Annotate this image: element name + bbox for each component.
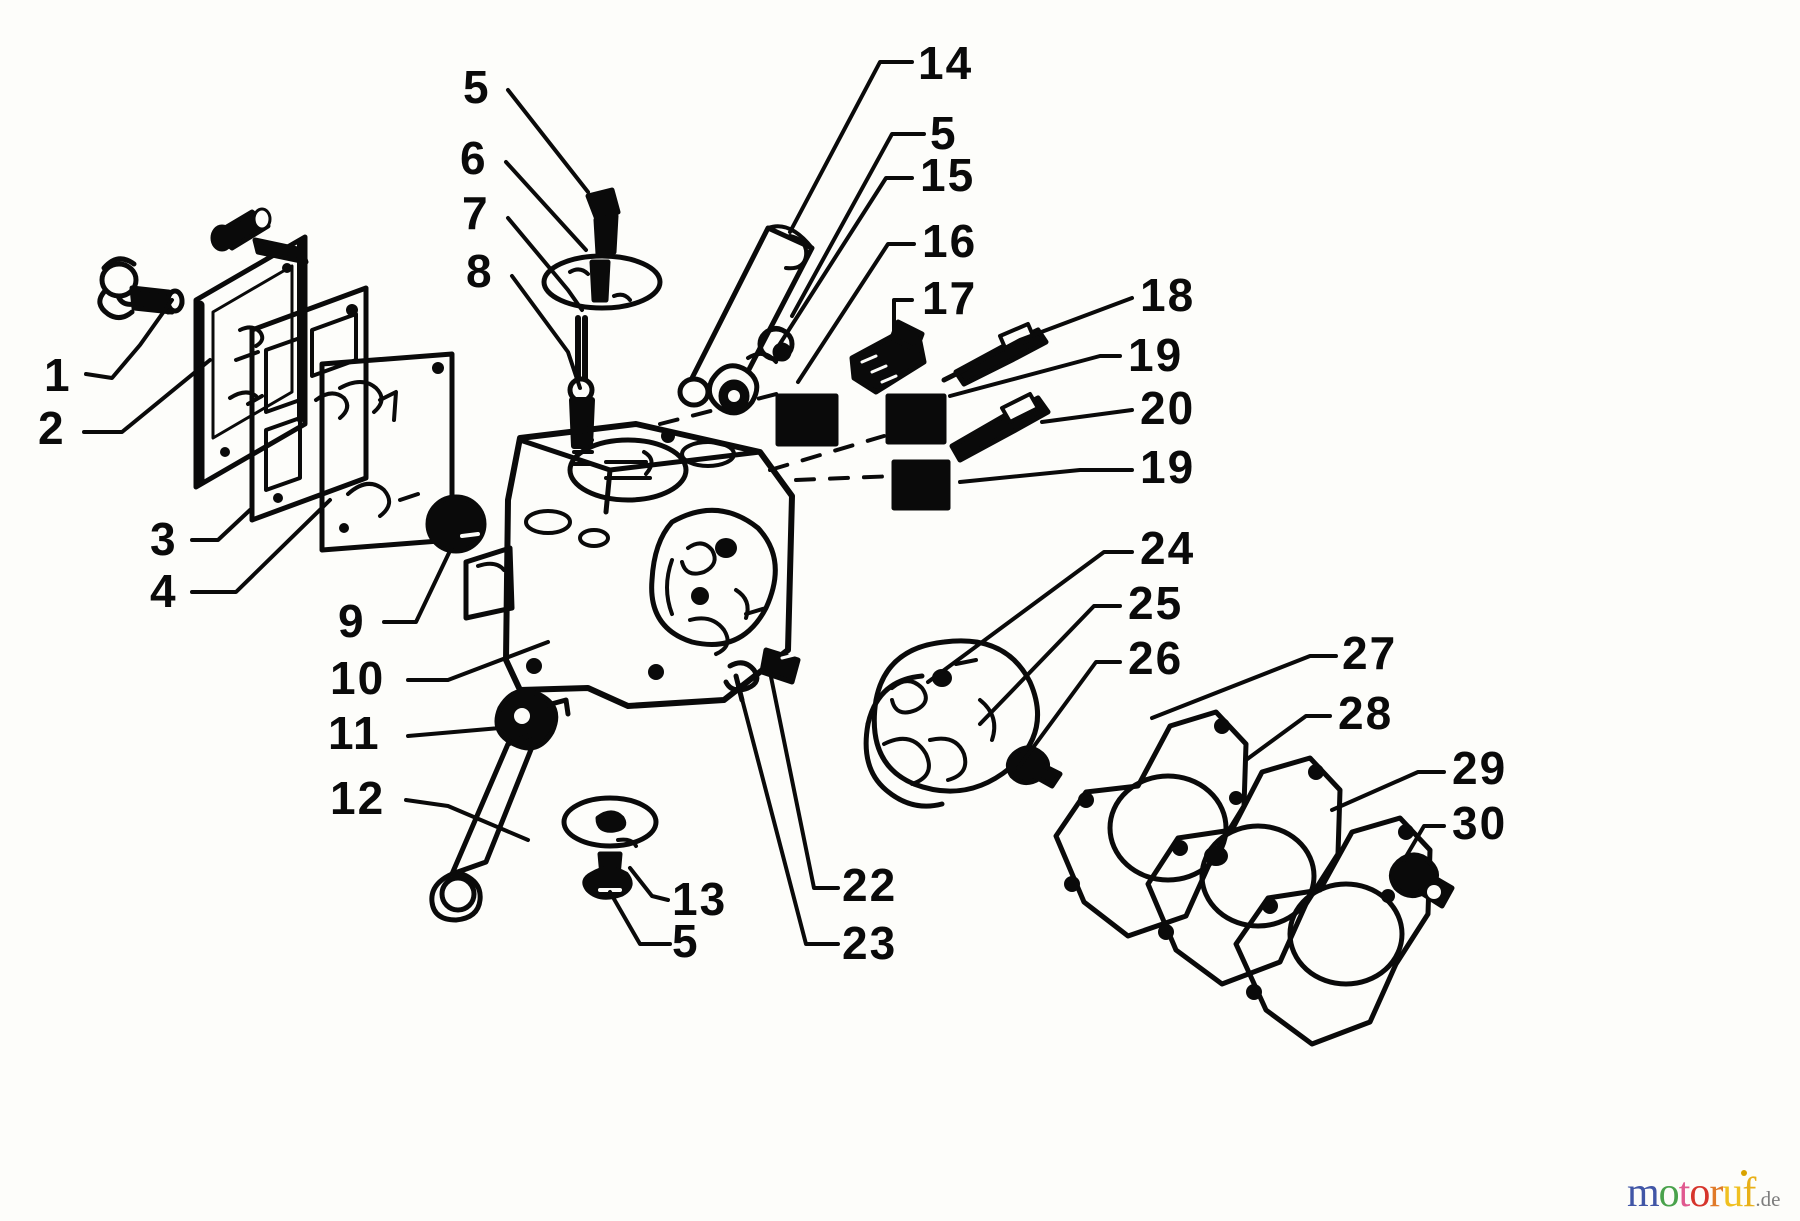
callout-number-8: 8	[466, 245, 494, 297]
leader-line-6	[504, 160, 588, 252]
leader-line-5	[608, 890, 672, 946]
leader-line-27	[1150, 654, 1338, 720]
part-11-fuel-inlet-fitting	[494, 688, 571, 751]
part-7-throttle-shaft	[567, 315, 595, 449]
logo-letter-5: u	[1722, 1170, 1743, 1216]
callout-number-5: 5	[930, 107, 958, 159]
dashed-assembly-guides	[658, 390, 898, 482]
callout-number-25: 25	[1128, 577, 1184, 629]
leader-line-12	[404, 798, 530, 842]
callout-leader-lines	[82, 60, 1446, 946]
leader-line-26	[1016, 660, 1122, 770]
part-19-welch-plug-upper	[775, 393, 947, 447]
logo-dot-icon	[1741, 1170, 1748, 1176]
part-4-gasket-plate	[249, 285, 369, 523]
leader-line-3	[190, 508, 252, 542]
logo-letter-6: f	[1742, 1170, 1756, 1216]
callout-number-9: 9	[338, 595, 366, 647]
part-6-throttle-plate-disc	[541, 253, 663, 311]
part-25-pump-gasket	[863, 673, 945, 809]
leader-line-20	[1040, 408, 1134, 424]
motoruf-watermark-logo: motoruf.de	[1627, 1170, 1781, 1220]
part-5-throttle-screw-top	[585, 187, 621, 257]
callout-number-19: 19	[1140, 441, 1196, 493]
callout-number-24: 24	[1140, 522, 1196, 574]
leader-line-24	[926, 550, 1134, 684]
callout-number-14: 14	[918, 37, 974, 89]
leader-line-13	[628, 866, 670, 902]
callout-number-19: 19	[1128, 329, 1184, 381]
leader-line-15	[774, 176, 914, 352]
part-28-metering-diaphragm	[1145, 755, 1343, 987]
leader-line-14	[788, 60, 914, 234]
part-30-cover-screw	[1389, 852, 1455, 909]
leader-line-23	[734, 674, 840, 946]
logo-letter-3: o	[1689, 1170, 1710, 1216]
leader-line-25	[978, 604, 1122, 726]
part-12-fuel-pickup-tube	[429, 729, 541, 923]
callout-number-26: 26	[1128, 632, 1184, 684]
callout-number-16: 16	[922, 215, 978, 267]
leader-line-29	[1330, 770, 1446, 812]
callout-number-29: 29	[1452, 742, 1508, 794]
part-18-high-speed-needle	[941, 322, 1049, 387]
part-24-pump-diaphragm	[871, 638, 1041, 794]
callout-number-28: 28	[1338, 687, 1394, 739]
leader-line-11	[406, 726, 502, 738]
callout-number-17: 17	[922, 272, 978, 324]
leader-line-9	[382, 532, 460, 624]
callout-number-23: 23	[842, 917, 898, 969]
leader-line-4	[190, 498, 332, 594]
part-5-screen-retaining-screw	[582, 851, 633, 900]
part-9-welch-plug-body	[425, 494, 487, 554]
callout-number-22: 22	[842, 859, 898, 911]
callout-number-13: 13	[672, 873, 728, 925]
callout-number-5: 5	[463, 61, 491, 113]
leader-line-30	[1402, 824, 1446, 862]
leader-line-5	[506, 88, 590, 194]
part-2-choke-lever	[97, 285, 185, 320]
leader-line-17	[892, 298, 914, 342]
callout-number-30: 30	[1452, 797, 1508, 849]
callout-number-2: 2	[38, 402, 66, 454]
leader-line-18	[958, 296, 1134, 374]
leader-line-10	[406, 640, 550, 682]
leader-line-1	[84, 298, 174, 380]
leader-line-2	[82, 358, 212, 434]
logo-letter-2: t	[1678, 1170, 1691, 1216]
callout-number-5: 5	[672, 915, 700, 967]
callout-number-15: 15	[920, 149, 976, 201]
callout-number-6: 6	[460, 132, 488, 184]
callout-number-18: 18	[1140, 269, 1196, 321]
logo-letter-1: o	[1658, 1170, 1680, 1216]
callout-number-3: 3	[150, 513, 178, 565]
part-19-welch-plug-lower	[891, 459, 951, 511]
leader-line-19	[948, 354, 1122, 398]
leader-line-28	[1244, 714, 1332, 762]
logo-suffix: .de	[1755, 1187, 1781, 1211]
callout-number-1: 1	[44, 349, 72, 401]
leader-line-19	[958, 468, 1134, 484]
callout-number-12: 12	[330, 772, 386, 824]
part-10-carburetor-body	[463, 421, 795, 709]
callout-number-20: 20	[1140, 382, 1196, 434]
logo-letter-0: m	[1627, 1170, 1660, 1216]
leader-line-22	[768, 670, 840, 890]
part-27-body-gasket	[1053, 709, 1249, 939]
logo-letter-4: r	[1709, 1170, 1723, 1216]
part-20-idle-mixture-needle	[949, 392, 1051, 463]
part-13-inlet-screen-disc	[561, 795, 659, 849]
callout-number-10: 10	[330, 652, 386, 704]
leader-line-7	[506, 216, 584, 312]
leader-line-5	[790, 132, 926, 318]
callout-number-27: 27	[1342, 627, 1398, 679]
callout-number-4: 4	[150, 565, 178, 617]
leader-line-16	[796, 242, 916, 384]
leader-line-8	[510, 274, 582, 390]
callout-number-11: 11	[328, 707, 381, 759]
callout-number-7: 7	[462, 187, 490, 239]
